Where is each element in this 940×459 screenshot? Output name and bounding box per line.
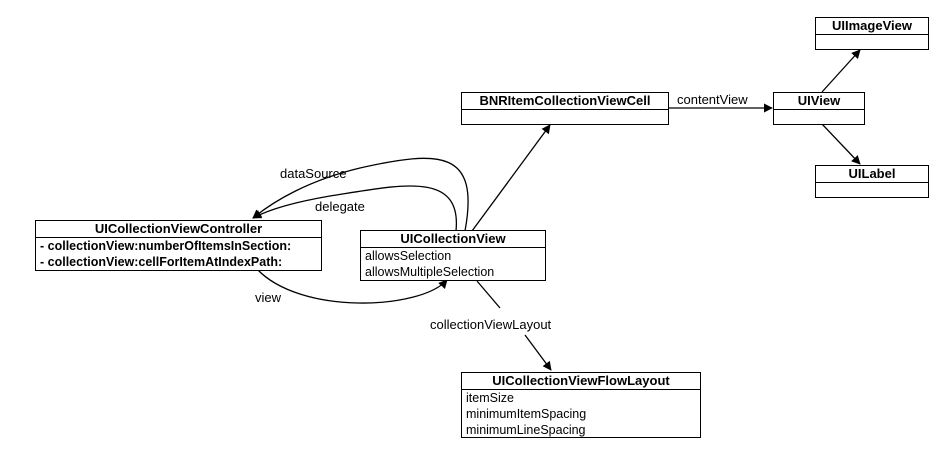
label-arrow	[821, 123, 861, 165]
flowlayout-properties: itemSize minimumItemSpacing minimumLineS…	[462, 390, 700, 438]
imageview-arrow	[821, 49, 861, 93]
uiview-title: UIView	[774, 93, 864, 110]
collectionview-box: UICollectionView allowsSelection allowsM…	[360, 230, 546, 281]
cell-arrow	[471, 124, 551, 232]
delegate-label: delegate	[315, 199, 365, 214]
property-allows-multiple-selection: allowsMultipleSelection	[365, 265, 495, 279]
flowlayout-title: UICollectionViewFlowLayout	[462, 373, 700, 390]
view-arrow	[256, 268, 448, 304]
property-minimum-line-spacing: minimumLineSpacing	[466, 423, 586, 437]
cell-title: BNRItemCollectionViewCell	[462, 93, 668, 110]
delegate-arrow	[252, 185, 457, 232]
controller-methods: - collectionView:numberOfItemsInSection:…	[36, 238, 321, 270]
cell-body	[462, 110, 668, 123]
layout-arrow-upper	[476, 280, 501, 309]
contentview-label: contentView	[677, 92, 748, 107]
collectionview-title: UICollectionView	[361, 231, 545, 248]
imageview-body	[816, 35, 928, 48]
method-number-of-items: - collectionView:numberOfItemsInSection:	[40, 239, 292, 253]
property-item-size: itemSize	[466, 391, 514, 405]
flowlayout-box: UICollectionViewFlowLayout itemSize mini…	[461, 372, 701, 438]
uilabel-title: UILabel	[816, 166, 928, 183]
uilabel-body	[816, 183, 928, 196]
datasource-arrow	[252, 157, 469, 232]
controller-title: UICollectionViewController	[36, 221, 321, 238]
controller-box: UICollectionViewController - collectionV…	[35, 220, 322, 271]
uiview-box: UIView	[773, 92, 865, 125]
uilabel-box: UILabel	[815, 165, 929, 198]
uiview-body	[774, 110, 864, 123]
layout-arrow-lower	[524, 334, 552, 371]
collectionviewlayout-label: collectionViewLayout	[430, 317, 552, 332]
cell-box: BNRItemCollectionViewCell	[461, 92, 669, 125]
view-label: view	[255, 290, 282, 305]
imageview-title: UIImageView	[816, 18, 928, 35]
collectionview-properties: allowsSelection allowsMultipleSelection	[361, 248, 545, 280]
property-minimum-item-spacing: minimumItemSpacing	[466, 407, 587, 421]
method-cell-for-item: - collectionView:cellForItemAtIndexPath:	[40, 255, 283, 269]
imageview-box: UIImageView	[815, 17, 929, 50]
property-allows-selection: allowsSelection	[365, 249, 452, 263]
datasource-label: dataSource	[280, 166, 347, 181]
